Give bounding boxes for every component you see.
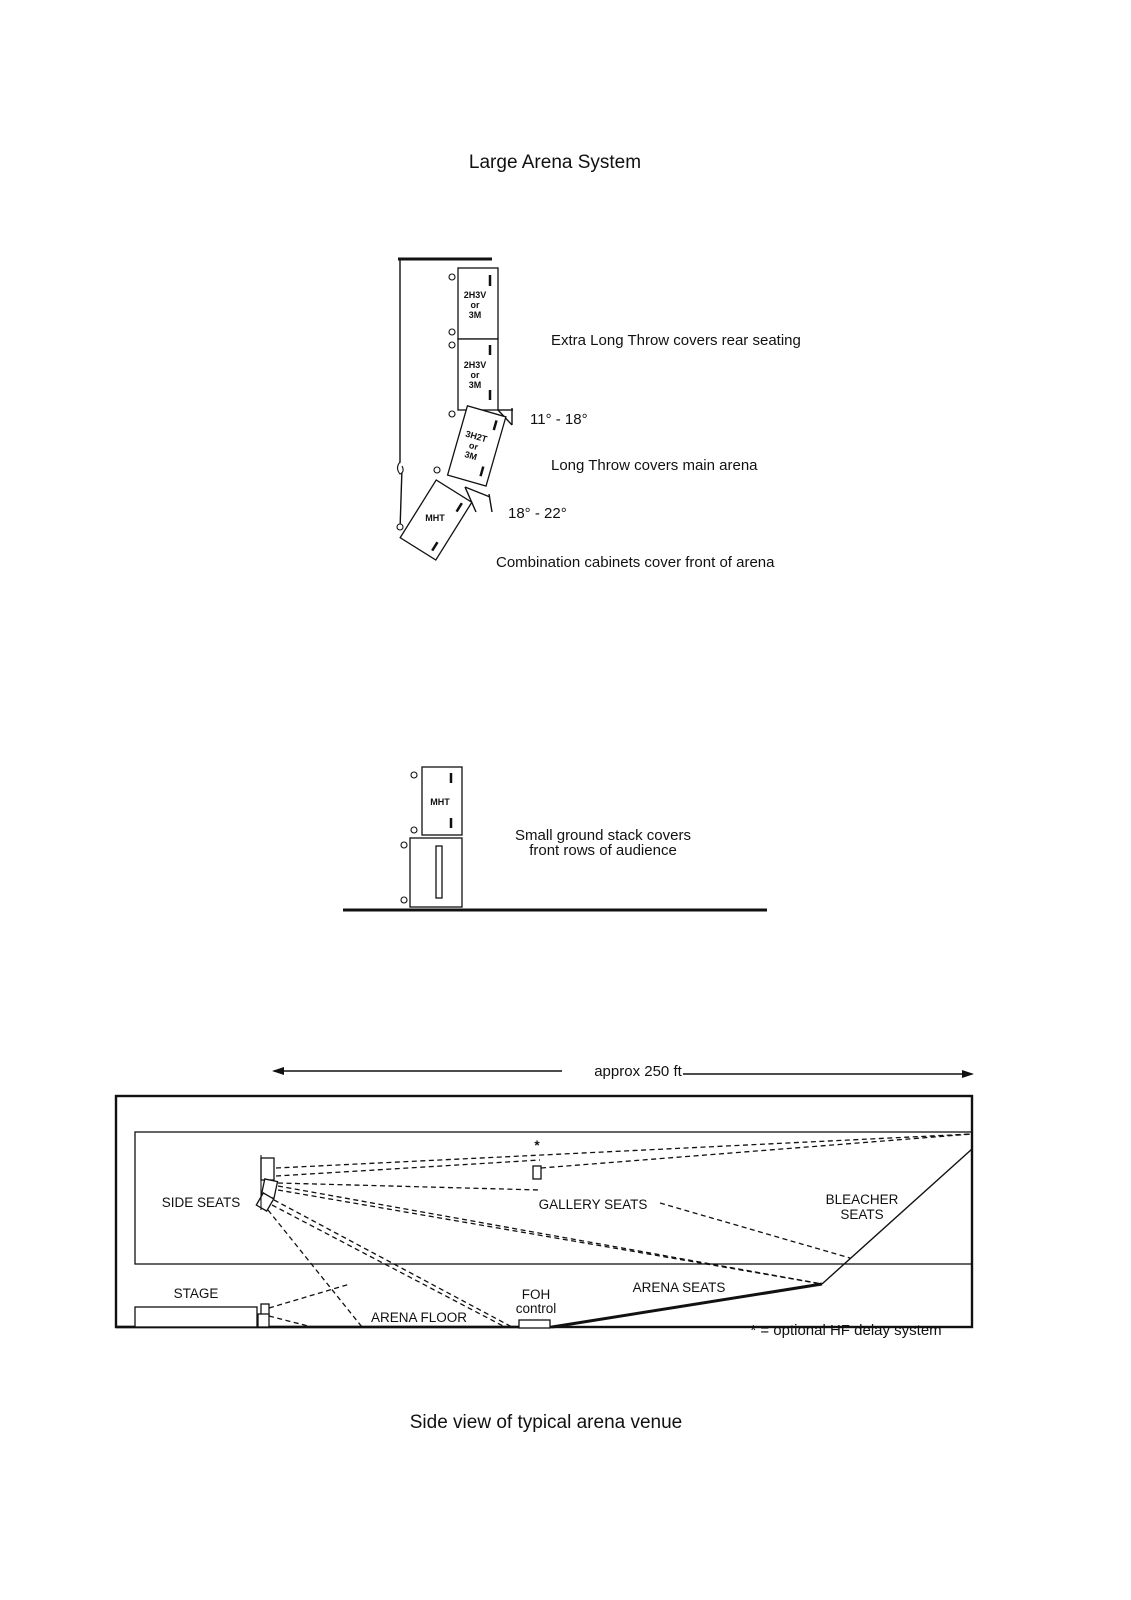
label-bleacher-seats-1: BLEACHER (826, 1192, 899, 1207)
array-cabinet-2: 2H3V or 3M (448, 338, 499, 418)
label-combination: Combination cabinets cover front of aren… (496, 554, 775, 571)
label-long-throw: Long Throw covers main arena (551, 457, 758, 474)
label-foh: FOH (522, 1287, 551, 1302)
rigging-point-icon (400, 841, 408, 849)
label-stage: STAGE (174, 1286, 219, 1301)
svg-text:MHT: MHT (430, 797, 450, 807)
coverage-lines-flown (267, 1133, 973, 1328)
svg-text:3M: 3M (463, 449, 478, 462)
rigging-point-icon (396, 523, 404, 531)
label-bleacher-seats-2: SEATS (840, 1207, 883, 1222)
array-cabinet-4 (399, 479, 473, 561)
svg-text:2H3V: 2H3V (464, 360, 487, 370)
coverage-lines-ground (268, 1283, 351, 1328)
svg-text:18° - 22°: 18° - 22° (508, 505, 567, 522)
stage (134, 1306, 258, 1328)
arrow-left-icon (272, 1067, 284, 1075)
label-arena-floor: ARENA FLOOR (371, 1310, 467, 1325)
svg-text:11° - 18°: 11° - 18° (530, 411, 588, 428)
figure-caption: Side view of typical arena venue (410, 1412, 683, 1433)
svg-text:MHT: MHT (425, 513, 445, 523)
array-cabinet-1: 2H3V or 3M (448, 267, 499, 340)
distance-label: approx 250 ft (594, 1063, 682, 1080)
rigging-point-icon (448, 341, 456, 349)
suspension-line-lower (399, 467, 403, 531)
delay-speaker: * (532, 1138, 542, 1180)
label-foh-control: control (516, 1301, 557, 1316)
rigging-point-icon (400, 896, 408, 904)
angle-annotation-lower: 18° - 22° (464, 486, 567, 522)
legend-delay-system: * = optional HF delay system (750, 1322, 941, 1339)
array-cabinet-3: 3H2T or 3M (446, 405, 507, 487)
foh-desk (518, 1319, 551, 1329)
venue-ground-stack (257, 1303, 270, 1328)
svg-text:or: or (471, 300, 480, 310)
ground-stack-top-cabinet (421, 766, 463, 836)
rigging-point-icon (410, 826, 418, 834)
arena-seat-rake (551, 1282, 823, 1329)
page-title: Large Arena System (469, 152, 641, 173)
angle-annotation-upper: 11° - 18° (497, 408, 588, 428)
flown-array-diagram: 2H3V or 3M 2H3V or 3M 11° - 18° (396, 257, 801, 571)
svg-text:2H3V: 2H3V (464, 290, 487, 300)
label-gallery-seats: GALLERY SEATS (539, 1197, 648, 1212)
coverage-lines-delay (540, 1133, 973, 1259)
ground-stack-diagram: MHT Small ground stack covers front rows… (343, 766, 767, 912)
venue-flown-array (255, 1155, 279, 1212)
bleacher-slope (821, 1148, 973, 1285)
svg-text:3M: 3M (469, 380, 482, 390)
svg-text:3M: 3M (469, 310, 482, 320)
arrow-right-icon (962, 1070, 974, 1078)
label-arena-seats: ARENA SEATS (633, 1280, 726, 1295)
ground-stack-label-line1: Small ground stack covers (515, 827, 691, 844)
gallery-level (134, 1131, 973, 1265)
svg-text:or: or (468, 440, 480, 452)
ground-stack-label-line2: front rows of audience (529, 842, 677, 859)
svg-text:or: or (471, 370, 480, 380)
rigging-point-icon (410, 771, 418, 779)
hook-icon (396, 461, 404, 475)
rigging-point-icon (448, 273, 456, 281)
venue-side-view: approx 250 ft * (114, 1063, 974, 1339)
rigging-point-icon (448, 410, 456, 418)
rigging-point-icon (448, 328, 456, 336)
label-extra-long-throw: Extra Long Throw covers rear seating (551, 332, 801, 349)
label-side-seats: SIDE SEATS (162, 1195, 241, 1210)
rigging-point-icon (433, 466, 441, 474)
delay-marker: * (534, 1138, 540, 1153)
